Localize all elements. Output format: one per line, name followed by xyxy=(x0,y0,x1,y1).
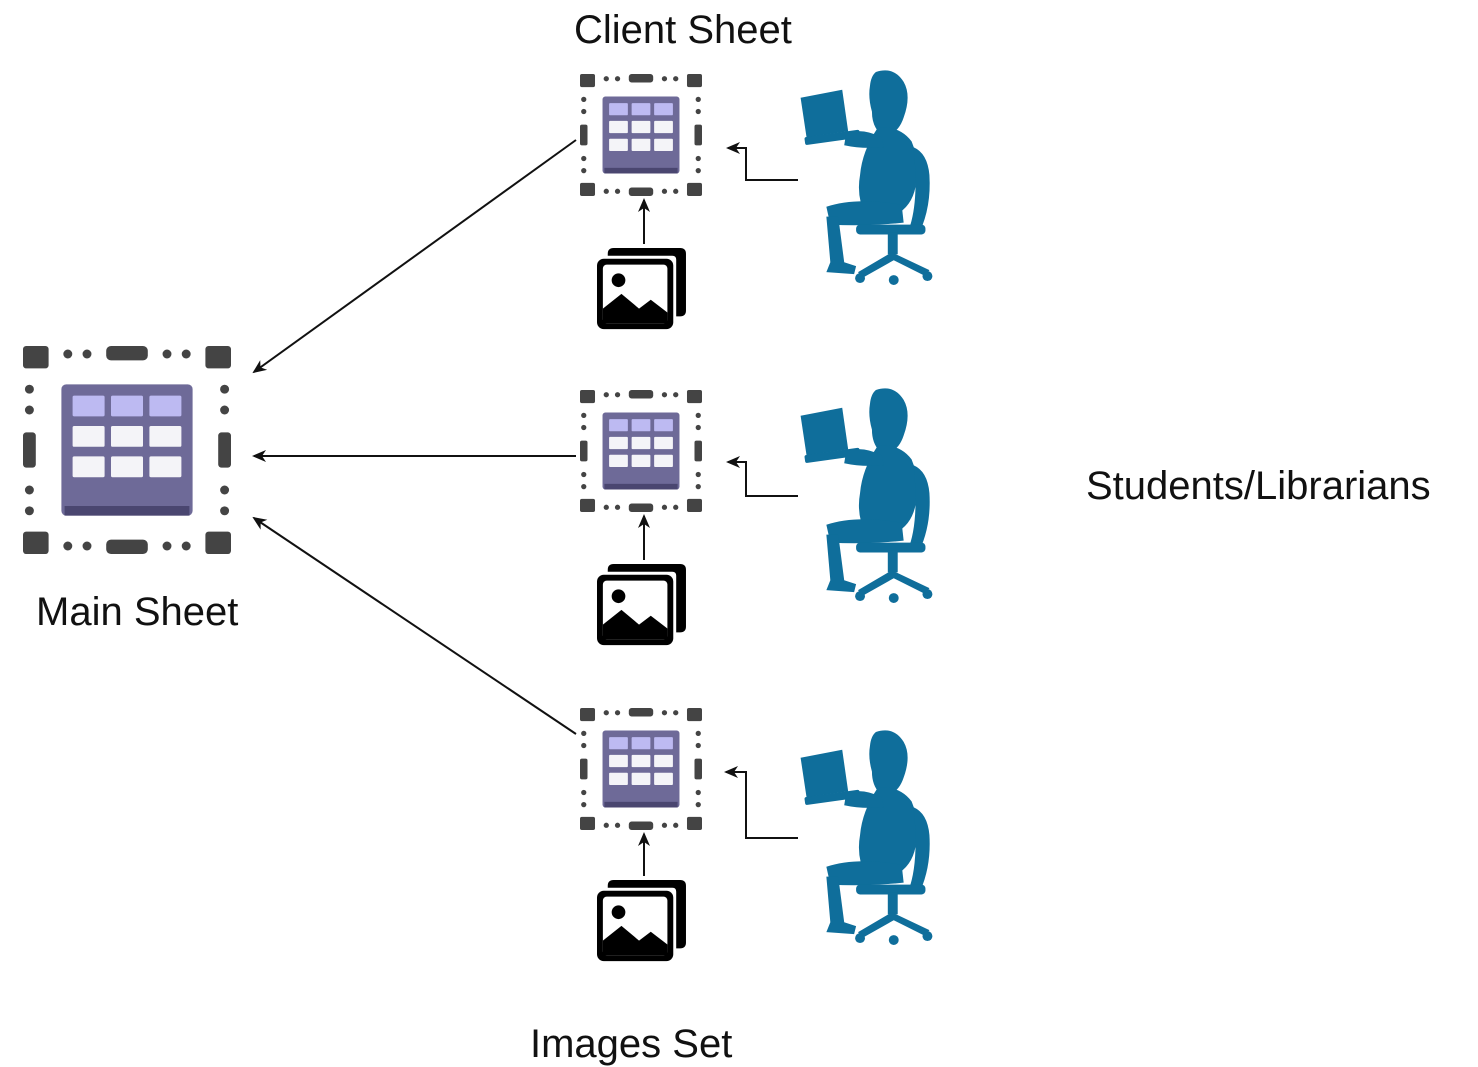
client-sheet-icon xyxy=(580,708,702,830)
user-to-client-arrow xyxy=(726,456,798,497)
main-sheet-label: Main Sheet xyxy=(36,590,239,634)
user-icon xyxy=(800,730,933,946)
client-row-1 xyxy=(252,70,933,374)
images-icon xyxy=(597,879,686,962)
user-to-client-arrow xyxy=(726,142,798,181)
client-row-3 xyxy=(252,516,933,962)
main-sheet-icon xyxy=(23,346,231,554)
user-to-client-arrow xyxy=(724,766,798,839)
client-sheet-label: Client Sheet xyxy=(574,8,792,52)
client-sheet-icon xyxy=(580,74,702,196)
images-icon xyxy=(597,247,686,330)
images-icon xyxy=(597,563,686,646)
user-icon xyxy=(800,388,933,604)
client-to-main-arrow xyxy=(252,516,577,735)
client-to-main-arrow xyxy=(252,139,577,374)
users-label: Students/Librarians xyxy=(1086,464,1431,508)
client-row-2 xyxy=(252,388,933,646)
images-set-label: Images Set xyxy=(530,1022,733,1066)
user-icon xyxy=(800,70,933,286)
client-sheet-icon xyxy=(580,390,702,512)
